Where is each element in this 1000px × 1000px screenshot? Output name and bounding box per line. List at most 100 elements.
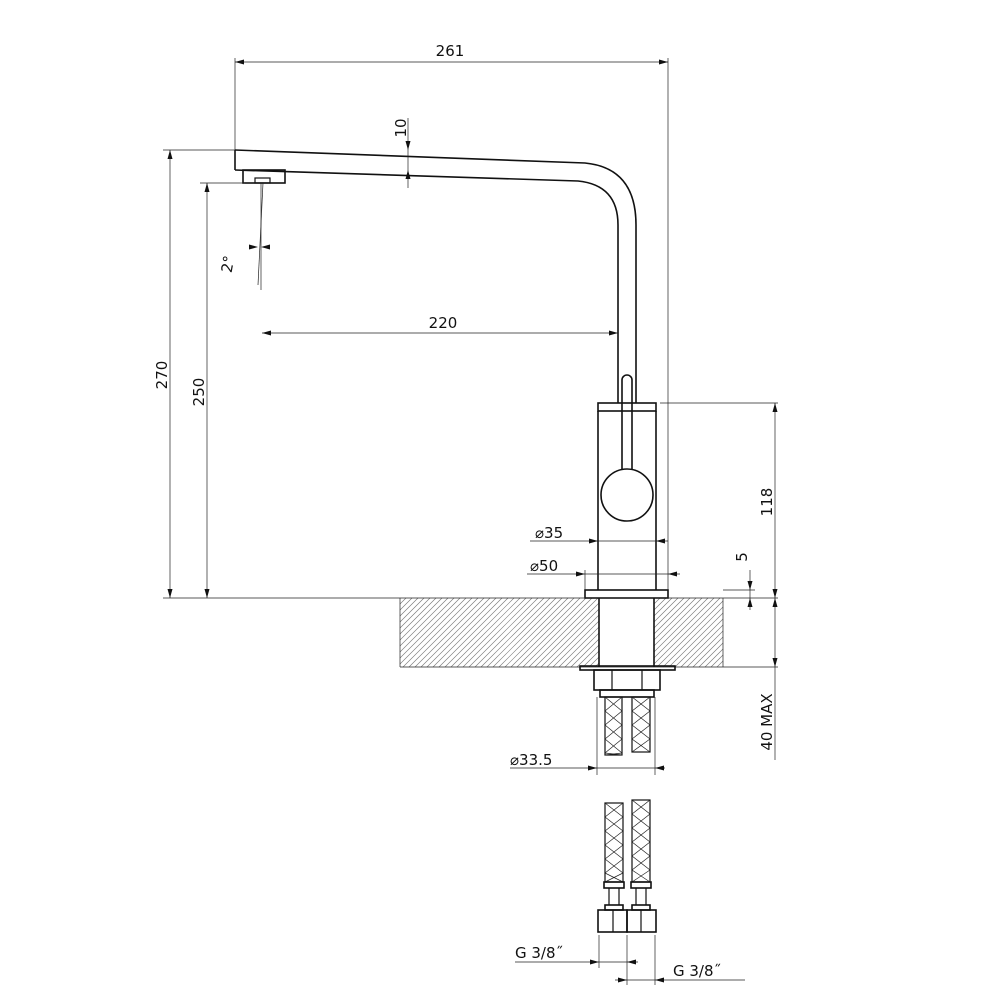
hatch-line (653, 597, 667, 611)
hatch-line (653, 597, 691, 635)
arrowhead (772, 403, 778, 412)
braid-line (604, 752, 623, 756)
hatch-line (653, 597, 721, 665)
hatch-line (582, 650, 600, 668)
braid-line (631, 827, 651, 843)
hatch-line (716, 660, 724, 668)
dim-g-3-8-left: G 3/8˝ (515, 944, 563, 962)
arrowhead (249, 244, 258, 250)
arrowhead (668, 571, 677, 577)
dim-10: 10 (392, 118, 410, 137)
hatch-line (528, 597, 599, 668)
hatch-line (399, 597, 467, 665)
arrowhead (772, 589, 778, 598)
hatch-line (462, 597, 533, 668)
dim-dia-33-5: ⌀33.5 (510, 751, 552, 769)
arrowhead (588, 765, 597, 771)
hatch-line (399, 597, 431, 629)
hatch-line (480, 597, 551, 668)
dim-118: 118 (758, 488, 776, 517)
hatch-line (653, 597, 703, 647)
dim-40-max: 40 MAX (758, 693, 776, 750)
hatch-line (399, 597, 419, 617)
lever-handle (600, 374, 654, 522)
arrowhead (235, 59, 244, 65)
dimension-lines (163, 58, 778, 985)
arrowhead (405, 141, 411, 150)
arrowhead (655, 765, 664, 771)
hatch-line (399, 597, 425, 623)
hatch-line (399, 597, 413, 611)
braid-line (631, 841, 651, 857)
hatch-line (674, 618, 724, 668)
braid-line (604, 724, 623, 740)
dim-dia-50: ⌀50 (530, 557, 558, 575)
braid-line (631, 869, 651, 883)
countertop-hatching (399, 597, 724, 668)
hatch-line (450, 597, 521, 668)
hatch-line (444, 597, 515, 668)
hatch-line (438, 597, 509, 668)
dim-5: 5 (733, 552, 751, 562)
hatch-line (399, 597, 449, 647)
arrowhead (204, 183, 210, 192)
braid-line (631, 696, 651, 712)
arrowhead (618, 977, 627, 983)
hatch-line (653, 597, 685, 629)
hatch-line (474, 597, 545, 668)
hatch-line (710, 654, 724, 668)
arrowhead (747, 598, 753, 607)
hatch-line (576, 644, 600, 668)
arrowhead (167, 589, 173, 598)
hatch-line (558, 626, 600, 668)
spout (234, 149, 637, 403)
faucet-body (584, 402, 669, 599)
hatch-line (662, 606, 724, 668)
braid-line (604, 696, 623, 712)
hatch-line (504, 597, 575, 668)
hatch-line (540, 608, 600, 668)
dim-dia-35: ⌀35 (535, 524, 563, 542)
arrowhead (627, 959, 636, 965)
braid-line (604, 710, 623, 726)
dim-270: 270 (153, 361, 171, 390)
hatch-line (420, 597, 491, 668)
hatch-line (510, 597, 581, 668)
hatch-line (698, 642, 724, 668)
hatch-line (653, 597, 679, 623)
hatch-line (399, 597, 455, 653)
water-stream (257, 182, 264, 290)
hatch-line (692, 636, 724, 668)
dim-220: 220 (429, 314, 458, 332)
hatch-line (656, 600, 724, 668)
braid-line (604, 844, 624, 860)
dim-angle-2deg: 2° (218, 254, 239, 274)
hatch-line (564, 632, 600, 668)
arrowhead (167, 150, 173, 159)
arrowhead (772, 598, 778, 607)
hatch-line (408, 597, 479, 668)
hatch-line (498, 597, 569, 668)
arrowhead (590, 959, 599, 965)
hatch-line (399, 597, 461, 659)
hose (631, 696, 651, 753)
hatch-line (653, 597, 709, 653)
hatch-line (680, 624, 724, 668)
flexible-hoses (604, 696, 651, 883)
hatch-line (552, 620, 600, 668)
hatch-line (486, 597, 557, 668)
arrowhead (204, 589, 210, 598)
arrowhead (609, 330, 618, 336)
hatch-line (426, 597, 497, 668)
hatch-line (468, 597, 539, 668)
hatch-line (668, 612, 724, 668)
hatch-line (414, 597, 485, 668)
hatch-line (456, 597, 527, 668)
hose-connectors (597, 881, 657, 933)
arrowhead (405, 170, 411, 179)
hatch-line (653, 597, 661, 605)
shank (579, 598, 676, 698)
hose (604, 696, 623, 756)
dim-g-3-8-right: G 3/8˝ (673, 962, 721, 980)
